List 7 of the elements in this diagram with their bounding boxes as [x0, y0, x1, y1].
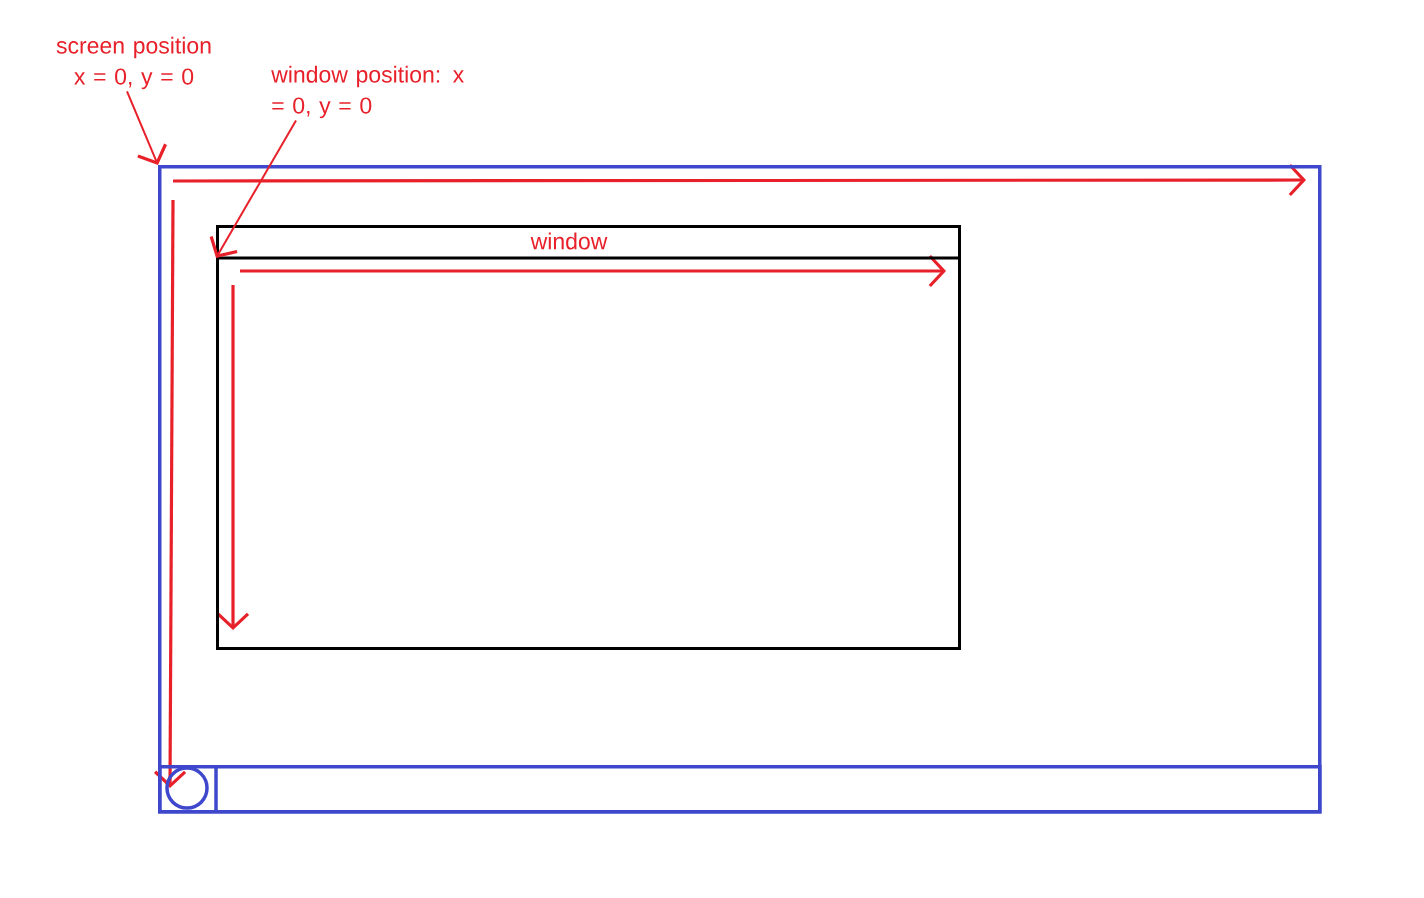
taskbar: [158, 765, 1322, 814]
position-label: window position: x = 0, y = 0: [271, 65, 464, 119]
arrow: [126, 90, 167, 165]
start-button: [165, 766, 209, 810]
position-label: screen position x = 0, y = 0: [56, 36, 211, 90]
window-frame: window: [216, 225, 961, 650]
arrow: [209, 119, 297, 258]
